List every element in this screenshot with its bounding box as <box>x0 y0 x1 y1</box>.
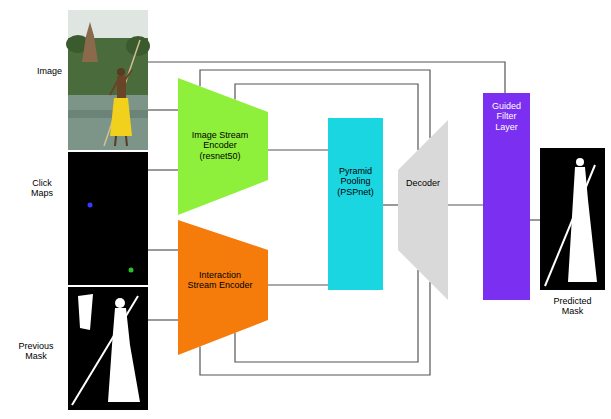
mask-ground <box>540 148 605 290</box>
text-holder: Decoder <box>400 178 446 188</box>
previous-mask: Previous Mask <box>68 287 148 410</box>
photo-stick <box>104 40 140 146</box>
data-flow-line <box>148 319 178 320</box>
text-holder: Image <box>2 66 62 76</box>
output-mask: Predicted Mask <box>540 148 605 290</box>
input-image: Image <box>68 10 148 150</box>
click-maps: Click Maps <box>68 152 148 285</box>
mask-figure <box>108 308 140 402</box>
text-holder: Image Stream Encoder (resnet50) <box>186 130 254 161</box>
mask-figure <box>568 167 597 282</box>
panel-label: Click Maps <box>22 178 62 199</box>
text-holder: Previous Mask <box>10 341 62 362</box>
photo-arm <box>125 70 132 80</box>
panel-label: Previous Mask <box>10 341 62 362</box>
text-holder: Pyramid Pooling (PSPnet) <box>330 166 381 197</box>
box-label: Guided Filter Layer <box>485 101 528 132</box>
text-holder: Predicted Mask <box>547 296 598 317</box>
decoder-trapezoid: Decoder <box>398 120 448 300</box>
panel-label: Predicted Mask <box>547 296 598 317</box>
shape-fill <box>483 93 530 300</box>
photo-leg <box>115 136 116 146</box>
photo-leg <box>126 136 127 146</box>
data-flow-line <box>448 204 483 205</box>
photo-water <box>68 95 148 150</box>
text-holder: Guided Filter Layer <box>485 101 528 132</box>
photo-skirt <box>110 98 132 136</box>
shape-fill <box>178 78 268 215</box>
box-label: Interaction Stream Encoder <box>186 270 254 291</box>
data-flow-line <box>268 284 328 285</box>
photo-reflection <box>68 110 148 118</box>
shape-fill <box>328 118 383 290</box>
mask-blob <box>78 294 93 330</box>
text-holder: Interaction Stream Encoder <box>186 270 254 291</box>
mask-ground <box>68 287 148 410</box>
panel-label: Image <box>2 66 62 76</box>
positive-click <box>129 268 134 273</box>
mask-head <box>115 298 125 308</box>
photo-arm <box>110 80 118 95</box>
shape-outline <box>398 120 448 300</box>
data-flow-line <box>148 109 178 110</box>
filter-box: Guided Filter Layer <box>483 93 530 300</box>
negative-click <box>88 203 93 208</box>
mask-head <box>576 158 584 166</box>
photo-temple <box>82 22 98 62</box>
data-flow-line <box>530 219 540 220</box>
shape-fill <box>398 120 448 300</box>
text-holder: Click Maps <box>22 178 62 199</box>
box-label: Decoder <box>400 178 446 188</box>
encoder-trapezoid: Image Stream Encoder (resnet50) <box>178 78 268 215</box>
click-map <box>68 152 148 285</box>
shape-fill <box>178 220 268 355</box>
data-flow-line <box>148 249 178 250</box>
encoder-trapezoid: Interaction Stream Encoder <box>178 220 268 355</box>
pooling-box: Pyramid Pooling (PSPnet) <box>328 118 383 290</box>
box-label: Pyramid Pooling (PSPnet) <box>330 166 381 197</box>
data-flow-line <box>383 204 398 205</box>
box-label: Image Stream Encoder (resnet50) <box>186 130 254 161</box>
data-flow-line <box>268 149 328 150</box>
data-flow-line <box>148 169 178 170</box>
shape-outline <box>328 118 383 290</box>
photo-head <box>117 68 125 76</box>
